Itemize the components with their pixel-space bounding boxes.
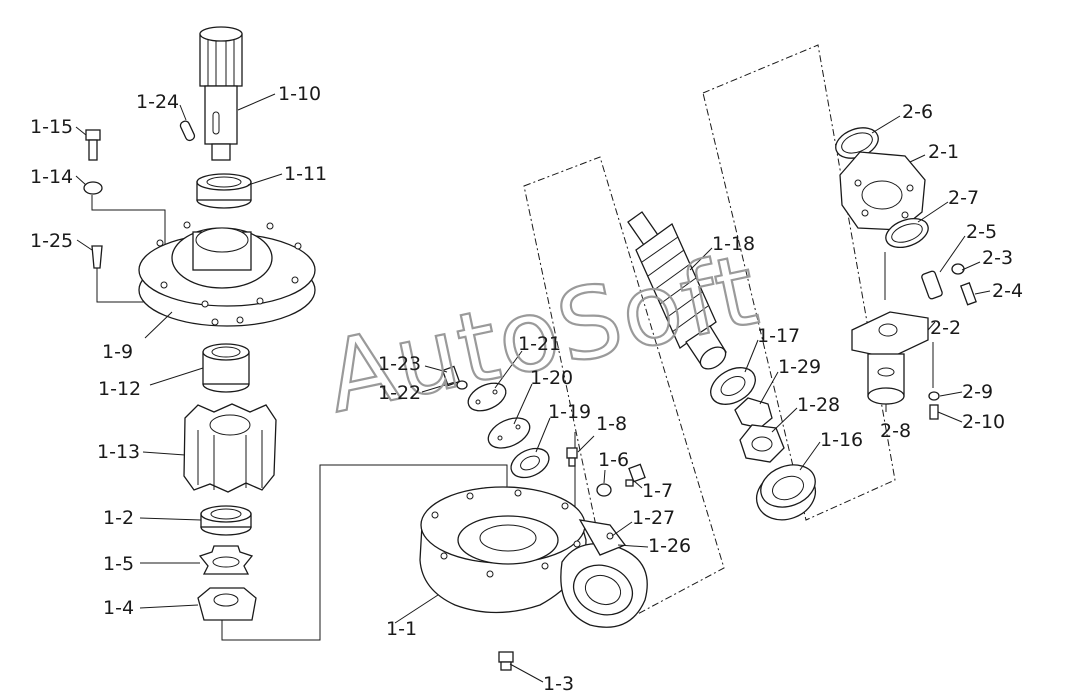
- label-1-27: 1-27: [632, 507, 675, 529]
- label-1-17: 1-17: [757, 325, 800, 347]
- part-nut-1-28: [739, 424, 785, 463]
- part-bearing-1-11: [196, 173, 252, 209]
- part-bracket: [851, 311, 929, 405]
- lock-washer-hole: [212, 556, 240, 568]
- label-1-5: 1-5: [103, 553, 134, 575]
- part-ring-2-7-inner: [891, 223, 923, 243]
- label-1-18: 1-18: [712, 233, 755, 255]
- part-cover-plate-1-21: [467, 382, 507, 412]
- part-key: [179, 120, 196, 142]
- label-1-28: 1-28: [797, 394, 840, 416]
- label-2-8: 2-8: [880, 420, 911, 442]
- label-1-13: 1-13: [97, 441, 140, 463]
- label-1-12: 1-12: [98, 378, 141, 400]
- part-screw-2-10: [929, 404, 939, 420]
- part-flange-cover: [138, 221, 316, 327]
- part-pin-2-5: [921, 270, 943, 300]
- label-2-2: 2-2: [930, 317, 961, 339]
- label-2-7: 2-7: [948, 187, 979, 209]
- label-1-3: 1-3: [543, 673, 574, 695]
- label-2-10: 2-10: [962, 411, 1005, 433]
- part-sprocket-gear: [183, 403, 277, 493]
- label-1-25: 1-25: [30, 230, 73, 252]
- part-o-ring: [596, 483, 612, 497]
- label-2-5: 2-5: [966, 221, 997, 243]
- label-1-22: 1-22: [378, 382, 421, 404]
- label-1-11: 1-11: [284, 163, 327, 185]
- label-2-3: 2-3: [982, 247, 1013, 269]
- label-1-15: 1-15: [30, 116, 73, 138]
- label-2-1: 2-1: [928, 141, 959, 163]
- part-drain-plug: [498, 651, 514, 671]
- frame-worm-assembly: [523, 156, 725, 626]
- part-worm-shaft: [627, 211, 727, 370]
- part-spline-shaft: [199, 26, 243, 161]
- part-gasket-1-20: [487, 417, 531, 449]
- part-pin-1-25: [91, 245, 103, 269]
- label-1-26: 1-26: [648, 535, 691, 557]
- label-1-24: 1-24: [136, 91, 179, 113]
- part-end-cap: [755, 464, 817, 521]
- label-1-7: 1-7: [642, 480, 673, 502]
- part-washer-1-14: [83, 181, 103, 195]
- label-1-29: 1-29: [778, 356, 821, 378]
- part-nut-1-4: [197, 587, 257, 621]
- label-2-6: 2-6: [902, 101, 933, 123]
- label-1-21: 1-21: [518, 333, 561, 355]
- label-1-20: 1-20: [530, 367, 573, 389]
- part-screw-1-22: [441, 365, 468, 390]
- part-nut-2-3: [951, 263, 965, 275]
- label-2-4: 2-4: [992, 280, 1023, 302]
- part-plug-1-8: [566, 447, 578, 467]
- leader-lines: [75, 93, 991, 683]
- label-1-2: 1-2: [103, 507, 134, 529]
- label-1-9: 1-9: [102, 341, 133, 363]
- part-breather-plug: [625, 463, 646, 487]
- label-2-9: 2-9: [962, 381, 993, 403]
- part-bearing-1-19: [510, 447, 550, 479]
- part-bolt-1-15: [85, 129, 101, 161]
- label-1-19: 1-19: [548, 401, 591, 423]
- label-1-14: 1-14: [30, 166, 73, 188]
- part-bearing-1-12: [202, 343, 250, 393]
- part-labels: 1-15 1-14 1-25 1-24 1-10 1-11 1-9 1-12 1…: [30, 83, 1023, 695]
- part-gear-housing: [419, 486, 648, 628]
- part-hex-housing: [839, 151, 926, 231]
- label-1-4: 1-4: [103, 597, 134, 619]
- label-1-23: 1-23: [378, 353, 421, 375]
- label-1-1: 1-1: [386, 618, 417, 640]
- label-1-16: 1-16: [820, 429, 863, 451]
- part-bearing-1-2: [200, 505, 252, 536]
- part-bearing-1-17: [710, 367, 756, 405]
- part-bolt-2-4: [959, 282, 977, 306]
- frame-bracket-assembly: [702, 44, 896, 521]
- label-1-10: 1-10: [278, 83, 321, 105]
- flow-line-bottom: [221, 464, 508, 641]
- label-1-8: 1-8: [596, 413, 627, 435]
- part-lock-washer-1-29: [734, 397, 773, 429]
- label-1-6: 1-6: [598, 449, 629, 471]
- part-washer-2-9: [928, 391, 940, 401]
